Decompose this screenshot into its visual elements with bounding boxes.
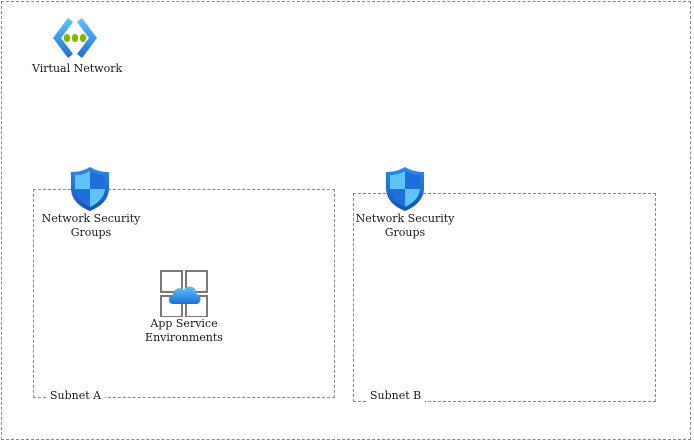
shield-icon [385, 166, 425, 212]
subnet-b-label: Subnet B [366, 389, 426, 403]
virtual-network-label: Virtual Network [32, 62, 123, 76]
ase-label: App Service Environments [134, 317, 234, 345]
nsg-label-subnet-a: Network Security Groups [41, 212, 141, 240]
nsg-label-line2: Groups [384, 226, 426, 239]
nsg-label-line1: Network Security [355, 212, 455, 225]
subnet-a-label: Subnet A [46, 389, 106, 403]
nsg-label-line1: Network Security [41, 212, 141, 225]
ase-label-line2: Environments [145, 331, 223, 344]
subnet-a-boundary [33, 189, 335, 398]
ase-label-line1: App Service [150, 317, 218, 330]
shield-icon [70, 166, 110, 212]
nsg-label-line2: Groups [70, 226, 112, 239]
nsg-label-subnet-b: Network Security Groups [355, 212, 455, 240]
virtual-network-icon [50, 16, 100, 60]
subnet-b-boundary [353, 193, 656, 402]
app-service-environment-icon [160, 270, 208, 318]
